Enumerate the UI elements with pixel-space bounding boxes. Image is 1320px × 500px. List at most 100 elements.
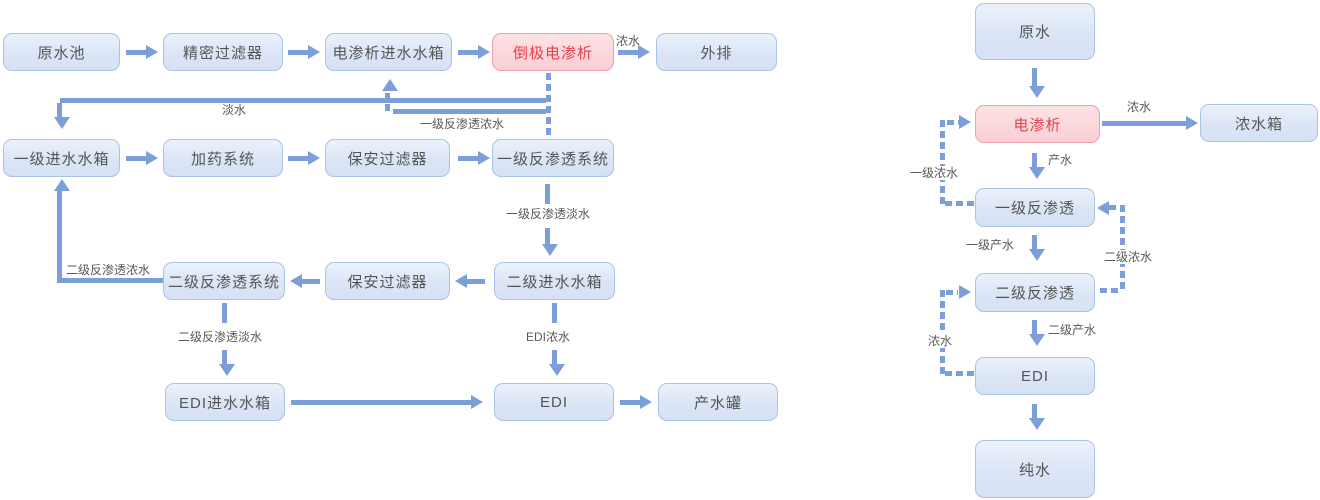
node-dosing-system: 加药系统 (163, 139, 283, 177)
node-ro2: 二级反渗透 (975, 273, 1095, 312)
arrowhead-right-icon (471, 395, 483, 409)
arrowhead-down-icon (1029, 86, 1045, 98)
pipe-ro1conc-run (393, 109, 546, 114)
arrowhead-right-icon (146, 151, 158, 165)
flow-label-fresh: 淡水 (222, 103, 247, 117)
node-edi: EDI (494, 383, 614, 421)
arrow-filter1-to-ro1 (458, 156, 478, 161)
node-ro1-system: 一级反渗透系统 (492, 139, 614, 177)
arrowhead-right-icon (308, 151, 320, 165)
arrow-rawpool-to-filter (126, 50, 146, 55)
arrowhead-right-icon (146, 45, 158, 59)
arrowhead-down-icon (54, 117, 70, 129)
arrow-edi-to-producttank (620, 400, 640, 405)
arrow-edr-to-discharge (618, 50, 638, 55)
flow-label-stage1-concentrate: 一级浓水 (908, 166, 961, 180)
pipe-ediconc-bottom-right (945, 371, 975, 376)
arrowhead-right-icon (308, 45, 320, 59)
flow-label-edi-concentrate: EDI浓水 (526, 330, 571, 344)
node-edr-reversal: 倒极电渗析 (492, 33, 614, 71)
arrowhead-down-icon (1029, 334, 1045, 346)
pipe-ro2perm-bottom (222, 350, 227, 366)
arrowhead-right-icon (478, 45, 490, 59)
arrow-edi-to-purewater (1032, 404, 1037, 420)
node-raw-water: 原水 (975, 3, 1095, 60)
node-pure-water: 纯水 (975, 440, 1095, 498)
flow-label-edi-concentrate-right: 浓水 (926, 334, 955, 348)
arrowhead-down-icon (1029, 249, 1045, 261)
pipe-stage2conc-riser (1120, 205, 1125, 293)
flow-label-ro2-concentrate: 二级反渗透浓水 (66, 263, 151, 277)
arrow-ro1-to-ro2 (1032, 235, 1037, 251)
pipe-freshwater-drop (57, 103, 62, 117)
pipe-ro1perm-top (545, 184, 550, 204)
node-edi-feed-tank: EDI进水水箱 (165, 383, 285, 421)
node-ro1: 一级反渗透 (975, 188, 1095, 227)
arrowhead-right-icon (638, 45, 650, 59)
flow-label-concentrate: 浓水 (616, 34, 641, 48)
arrowhead-up-icon (382, 79, 398, 91)
arrowhead-left-icon (1097, 201, 1109, 215)
pipe-ediconc-top (552, 303, 557, 323)
flow-label-ro1-concentrate: 一级反渗透浓水 (420, 117, 505, 131)
arrow-rawwater-to-ed (1032, 68, 1037, 88)
pipe-stage1conc-top (947, 120, 961, 125)
pipe-stage2conc-top (1109, 205, 1122, 210)
arrow-edtank-to-edr (458, 50, 478, 55)
flow-label-stage1-product: 一级产水 (966, 238, 1015, 252)
arrowhead-left-icon (290, 274, 302, 288)
pipe-ro2perm-top (222, 303, 227, 323)
flow-label-concentrate-right: 浓水 (1127, 100, 1152, 114)
pipe-stage1conc-riser (940, 120, 945, 206)
node-stage1-feed-tank: 一级进水水箱 (3, 139, 120, 177)
node-discharge: 外排 (656, 33, 777, 71)
node-electrodialysis: 电渗析 (975, 105, 1100, 143)
node-security-filter-2: 保安过滤器 (325, 262, 450, 300)
arrowhead-left-icon (455, 274, 467, 288)
pipe-ediconc-bottom (552, 350, 557, 366)
arrow-ro2-to-edi (1032, 320, 1037, 336)
pipe-ro2conc-riser (57, 191, 62, 283)
arrowhead-down-icon (219, 364, 235, 376)
pipe-ro1perm-bottom (545, 228, 550, 246)
pipe-edr-drop (546, 73, 551, 137)
pipe-ediconc-riser-right (940, 290, 945, 376)
pipe-freshwater-run (60, 98, 546, 103)
arrow-stage2tank-to-filter2 (467, 279, 485, 284)
flow-label-stage2-product: 二级产水 (1048, 323, 1097, 337)
flow-label-ro1-permeate: 一级反渗透淡水 (506, 207, 591, 221)
pipe-stage1conc-bottom (945, 201, 975, 206)
arrowhead-down-icon (549, 364, 565, 376)
arrowhead-right-icon (478, 151, 490, 165)
node-stage2-feed-tank: 二级进水水箱 (494, 262, 615, 300)
arrowhead-right-icon (1186, 116, 1198, 130)
pipe-ediconc-top-right (946, 290, 958, 295)
arrow-ed-to-ro1 (1032, 153, 1037, 169)
arrowhead-right-icon (959, 285, 971, 299)
flow-label-ro2-permeate: 二级反渗透淡水 (178, 330, 263, 344)
arrowhead-down-icon (1029, 418, 1045, 430)
arrow-dosing-to-filter1 (288, 156, 308, 161)
arrowhead-up-icon (54, 179, 70, 191)
node-edi-right: EDI (975, 357, 1095, 395)
flow-label-stage2-concentrate: 二级浓水 (1102, 250, 1155, 264)
arrow-stage1tank-to-dosing (126, 156, 146, 161)
node-ro2-system: 二级反渗透系统 (163, 262, 285, 300)
arrowhead-down-icon (1029, 167, 1045, 179)
node-security-filter-1: 保安过滤器 (325, 139, 450, 177)
node-concentrate-tank: 浓水箱 (1200, 104, 1318, 142)
node-ed-feed-tank: 电渗析进水水箱 (325, 33, 452, 71)
arrowhead-right-icon (640, 395, 652, 409)
arrowhead-right-icon (959, 115, 971, 129)
pipe-stage2conc-bottom (1100, 288, 1122, 293)
arrow-filter-to-edtank (288, 50, 308, 55)
arrow-filter2-to-ro2 (302, 279, 320, 284)
node-raw-water-pool: 原水池 (3, 33, 120, 71)
pipe-ro2conc-run (62, 278, 163, 283)
node-precision-filter: 精密过滤器 (163, 33, 283, 71)
arrow-ed-to-conctank (1102, 121, 1188, 126)
node-product-tank: 产水罐 (658, 383, 778, 421)
arrowhead-down-icon (542, 244, 558, 256)
arrow-editank-to-edi (291, 400, 471, 405)
